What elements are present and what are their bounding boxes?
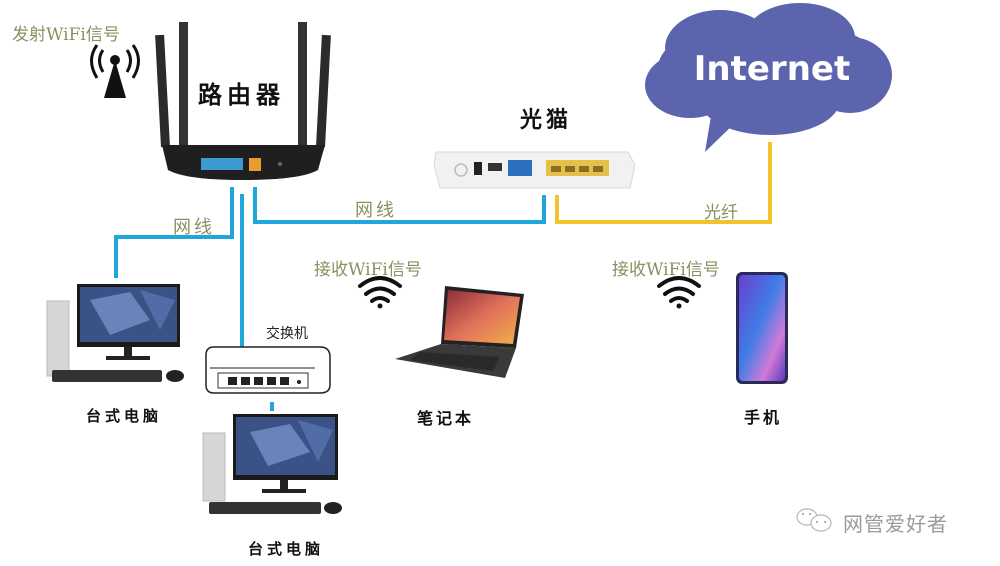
desktop-2-label: 台式电脑	[248, 540, 325, 558]
router-label: 路由器	[198, 80, 285, 109]
ethernet-line-router-desktop	[114, 187, 234, 278]
modem-label: 光猫	[520, 107, 573, 133]
cable-label-modem-router: 网线	[355, 200, 397, 221]
cable-label-router-desktop: 网线	[173, 217, 215, 238]
switch-label: 交换机	[266, 326, 308, 342]
laptop-label: 笔记本	[417, 409, 475, 428]
desktop-1-label: 台式电脑	[86, 407, 163, 425]
ethernet-line-modem-router	[253, 187, 546, 224]
internet-label: Internet	[694, 49, 850, 89]
watermark-text: 网管爱好者	[843, 512, 948, 536]
receive-wifi-label-laptop: 接收WiFi信号	[314, 260, 422, 280]
emit-wifi-label: 发射WiFi信号	[12, 25, 120, 45]
wifi-icon	[657, 276, 701, 303]
receive-wifi-label-phone: 接收WiFi信号	[612, 260, 720, 280]
wifi-icon	[358, 276, 402, 303]
phone-label: 手机	[744, 408, 783, 427]
fiber-line	[555, 142, 772, 224]
cloud-icon	[645, 3, 892, 152]
fiber-label: 光纤	[704, 203, 738, 223]
